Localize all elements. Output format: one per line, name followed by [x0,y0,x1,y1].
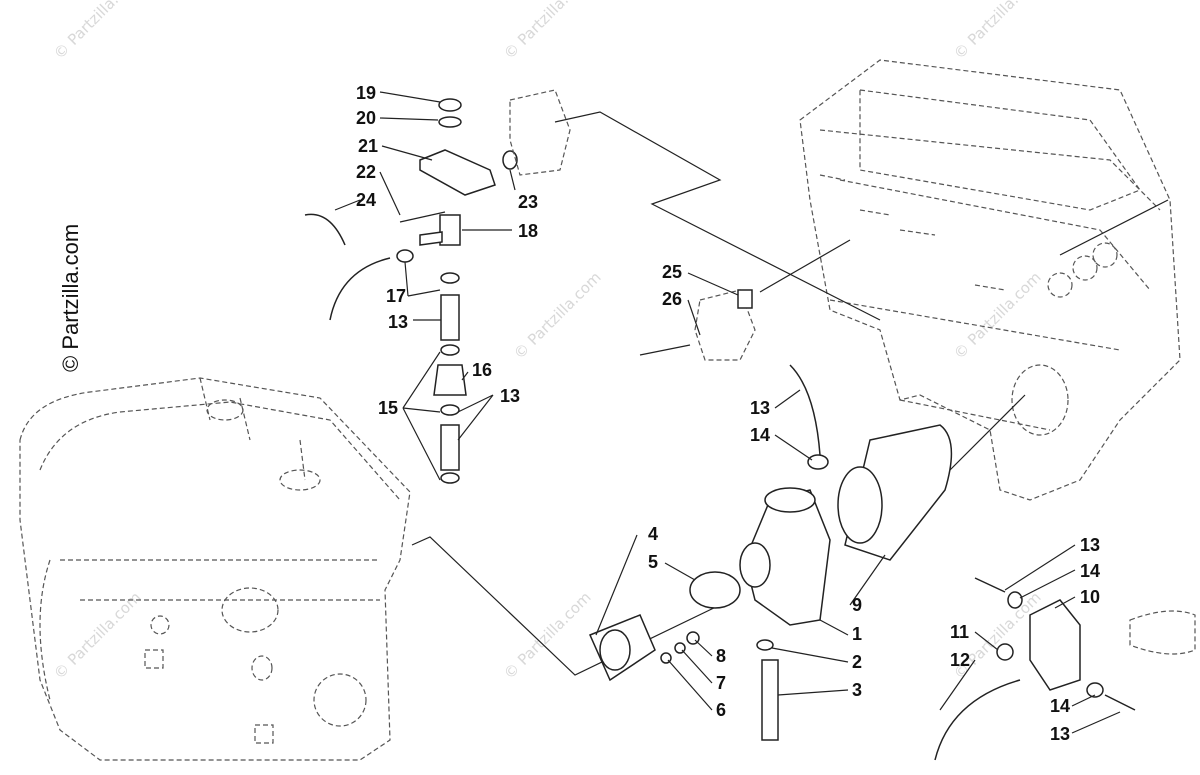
watermark-text: © Partzilla.com [50,588,145,683]
carburetor-assembly [588,364,953,741]
watermark-text: © Partzilla.com [510,268,605,363]
callout-19: 19 [356,83,376,103]
nut-11 [996,643,1014,661]
hose-13a [440,294,460,341]
engine-outline [19,377,411,761]
callout-20: 20 [356,108,376,128]
watermark-text: © Partzilla.com [500,0,595,63]
callout-13: 13 [388,312,408,332]
screw-26 [639,344,691,356]
callout-14: 14 [1050,696,1070,716]
callout-11: 11 [950,622,969,642]
washer-20 [438,116,462,128]
hose-3 [761,659,779,741]
callout-3: 3 [852,680,862,700]
callout-17: 17 [386,286,406,306]
watermark-text: © Partzilla.com [50,0,145,63]
callout-8: 8 [716,646,726,666]
callout-7: 7 [716,673,726,693]
callout-12: 12 [950,650,970,670]
fuel-valve-assembly [304,98,518,484]
watermark-text: © Partzilla.com [950,268,1045,363]
fuel-pump-assembly [934,577,1196,761]
spacer-25 [737,289,753,309]
callout-21: 21 [358,136,378,156]
callout-10: 10 [1080,587,1100,607]
clamp-14b [1007,591,1023,609]
fuel-valve-18 [439,214,461,246]
callout-1: 1 [852,624,862,644]
mount-25-26 [509,89,756,361]
callout-22: 22 [356,162,376,182]
callout-26: 26 [662,289,682,309]
watermark-text: © Partzilla.com [950,0,1045,63]
clamp-15 [440,404,460,416]
watermarks: © Partzilla.com © Partzilla.com © Partzi… [50,0,1045,683]
screw-22 [399,211,446,223]
callout-13: 13 [1080,535,1100,555]
clip-24 [304,213,346,246]
callout-24: 24 [356,190,376,210]
callout-16: 16 [472,360,492,380]
airbox-outline [799,59,1181,501]
clamp-14a [807,454,829,470]
callout-14: 14 [1080,561,1100,581]
callout-13: 13 [750,398,770,418]
clamp-14c [1086,682,1104,698]
bushing-23 [502,150,518,170]
callout-25: 25 [662,262,682,282]
callout-6: 6 [716,700,726,720]
callout-4: 4 [648,524,658,544]
callout-15: 15 [378,398,398,418]
callout-9: 9 [852,595,862,615]
callout-23: 23 [518,192,538,212]
callout-13: 13 [500,386,520,406]
clamp-17 [396,249,414,263]
callout-18: 18 [518,221,538,241]
callout-14: 14 [750,425,770,445]
callout-2: 2 [852,652,862,672]
clamp-5 [689,571,741,609]
watermark-text: © Partzilla.com [500,588,595,683]
callout-labels: 19 20 21 22 24 23 18 17 13 16 15 13 25 2… [356,83,1100,744]
bracket-21 [419,149,496,196]
callout-5: 5 [648,552,658,572]
callout-13: 13 [1050,724,1070,744]
callout-leaders [334,91,1121,734]
hose-12 [934,679,1021,761]
side-watermark: © Partzilla.com [58,224,83,372]
filter-16 [433,364,467,396]
clip-2 [756,639,774,651]
hose-13b [440,424,460,471]
fuel-pump-10 [1029,599,1081,691]
boot-clamp [837,466,883,544]
nut-19 [438,98,462,112]
